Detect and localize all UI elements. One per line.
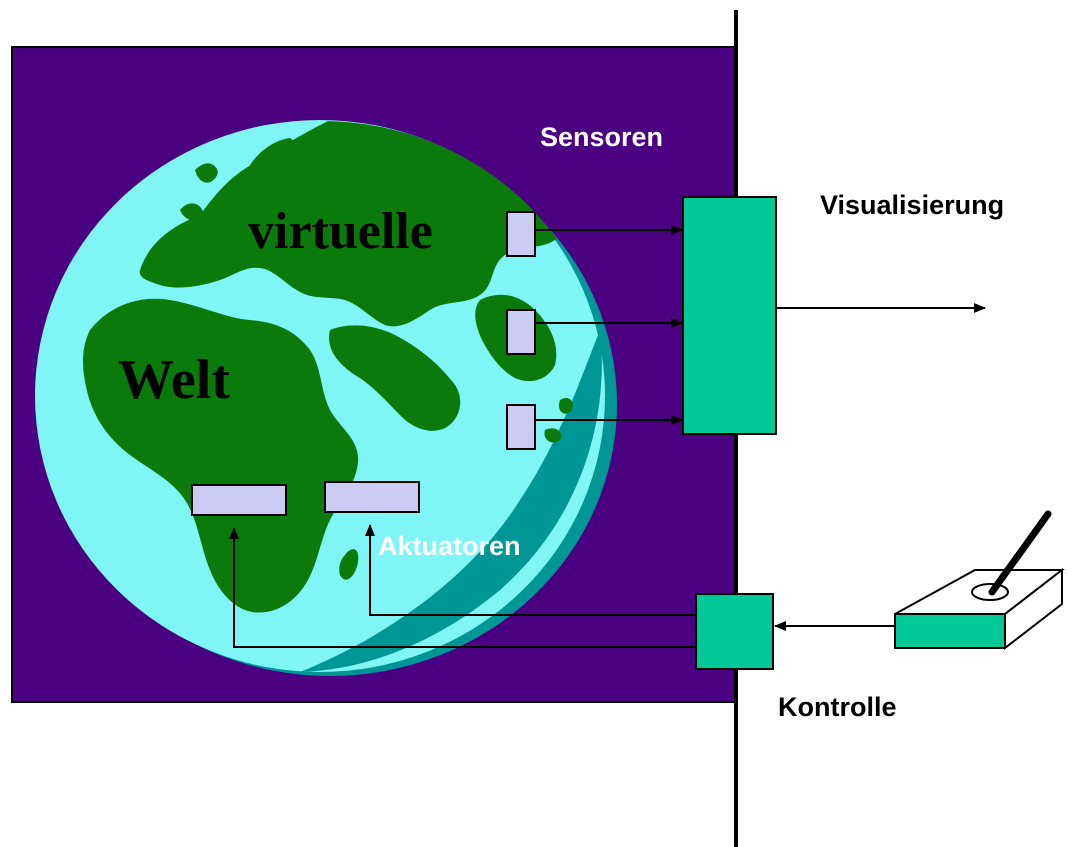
visualization-module (682, 196, 777, 435)
joystick-icon (894, 510, 1065, 651)
sensor-box (506, 211, 536, 257)
label-control: Kontrolle (778, 692, 897, 722)
label-visualization: Visualisierung (820, 190, 1004, 220)
label-actuators: Aktuatoren (378, 531, 521, 561)
actuator-box (191, 484, 287, 516)
sensor-box (506, 404, 536, 450)
label-sensors: Sensoren (540, 122, 663, 152)
actuator-arrow (365, 524, 696, 616)
sensor-box (506, 309, 536, 355)
label-world: Welt (118, 349, 230, 411)
actuator-arrow (229, 527, 696, 648)
label-virtual: virtuelle (248, 203, 433, 260)
actuator-box (324, 481, 420, 513)
globe-icon (35, 120, 617, 676)
control-module (695, 593, 774, 670)
